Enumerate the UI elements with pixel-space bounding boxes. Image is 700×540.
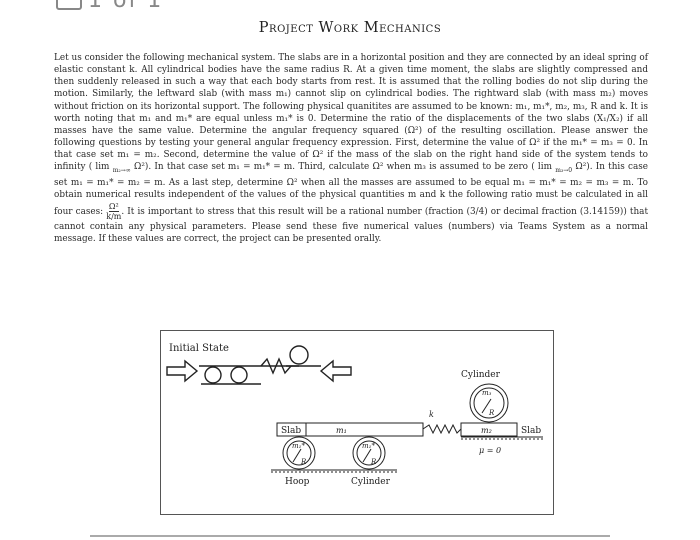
pdf-toolbar: 1 of 1 xyxy=(0,0,700,16)
top-cylinder-label: Cylinder xyxy=(461,370,501,380)
initial-spring-icon xyxy=(260,357,292,375)
spring-icon xyxy=(422,423,462,435)
limit-subscript-2: m₃→0 xyxy=(555,167,573,175)
left-slab xyxy=(276,422,424,437)
bottom-radius-line xyxy=(362,448,372,463)
text-part-1: Let us consider the following mechanical… xyxy=(54,53,648,173)
hoop-radius-label: R xyxy=(300,458,307,466)
m1-label: m₁ xyxy=(336,426,347,435)
bottom-cylinder-outer xyxy=(352,436,386,470)
arrow-left-icon xyxy=(319,359,352,383)
hoop-outer xyxy=(282,436,316,470)
text-part-2: Ω²). In that case set m₁ = m₁* = m. Thir… xyxy=(134,162,552,173)
bottom-cylinder-label: Cylinder xyxy=(351,477,391,487)
text-part-3: Ω²). In this case set m₁ = m₁* = m₂ = m.… xyxy=(54,162,648,217)
right-slab xyxy=(460,422,518,437)
top-radius-line xyxy=(481,398,492,414)
top-radius-label: R xyxy=(488,409,495,417)
m2-label: m₂ xyxy=(481,426,492,435)
problem-statement: Let us consider the following mechanical… xyxy=(54,52,648,245)
ratio-denominator: k/m xyxy=(106,211,122,221)
initial-state-sketch xyxy=(166,345,352,385)
right-slab-label: Slab xyxy=(521,426,541,436)
top-cylinder-inner xyxy=(473,387,505,419)
mechanical-system-figure: Initial State xyxy=(160,330,554,515)
hoop-radius-line xyxy=(292,448,302,463)
page-indicator: 1 of 1 xyxy=(56,0,164,13)
left-slab-label: Slab xyxy=(281,426,301,436)
m3-label: m₃ xyxy=(482,389,492,397)
ratio-fraction: Ω² k/m xyxy=(106,202,121,221)
bottom-cylinder-inner xyxy=(356,440,382,466)
initial-hoop-icon xyxy=(204,366,222,384)
page-title: Project Work Mechanics xyxy=(258,20,442,36)
arrow-right-icon xyxy=(166,359,199,383)
spring-k-label: k xyxy=(429,410,434,419)
hoop-label: Hoop xyxy=(285,477,310,487)
hoop-mass-label: m₁* xyxy=(292,442,305,450)
initial-top-cylinder-icon xyxy=(289,345,309,365)
figure-drawing: Initial State xyxy=(166,343,543,487)
top-cylinder-outer xyxy=(469,383,509,423)
page-count: 1 of 1 xyxy=(88,0,164,13)
limit-subscript-1: m₂→∞ xyxy=(112,167,131,175)
cylinder-mass-label: m₁* xyxy=(362,442,375,450)
friction-label: μ = 0 xyxy=(479,446,501,455)
initial-cylinder-icon xyxy=(230,366,248,384)
page-bottom-edge xyxy=(90,535,610,537)
cylinder-radius-label: R xyxy=(370,458,377,466)
main-system xyxy=(271,383,543,473)
text-part-4: . It is important to stress that this re… xyxy=(54,206,648,244)
hoop-inner xyxy=(286,440,312,466)
page-icon xyxy=(56,0,82,10)
initial-state-label: Initial State xyxy=(169,343,229,354)
ratio-numerator: Ω² xyxy=(108,201,119,212)
